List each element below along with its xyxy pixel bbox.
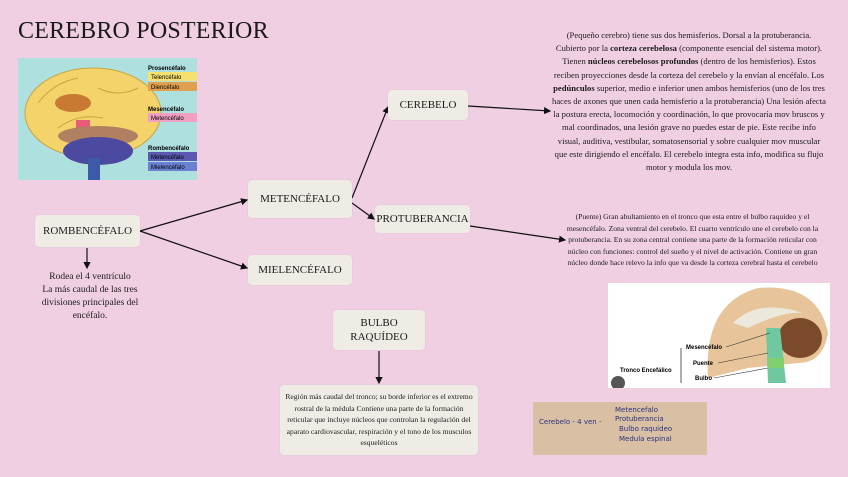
- bold-term: núcleos cerebelosos profundos: [587, 56, 699, 67]
- node-cerebelo[interactable]: CEREBELO: [388, 90, 468, 120]
- label-prosencefalo: Prosencéfalo: [148, 66, 186, 72]
- svg-text:Metencéfalo: Metencéfalo: [151, 116, 184, 122]
- desc-line: Rodea el 4 ventrículo: [49, 272, 131, 282]
- text: (Pequeño cerebro) tiene sus dos hemisfer…: [555, 30, 812, 54]
- label-bulbo: Bulbo: [695, 376, 712, 382]
- brain-divisions-image: Prosencéfalo Telencéfalo Diencéfalo Mese…: [18, 58, 197, 180]
- node-protuberancia[interactable]: PROTUBERANCIA: [375, 205, 470, 233]
- svg-text:Metencéfalo: Metencéfalo: [151, 155, 184, 161]
- handwritten-note-image: Cerebelo - 4 ven - Metencefalo Protubera…: [533, 402, 707, 455]
- bold-term: corteza cerebelosa: [610, 43, 677, 54]
- desc-line: divisiones principales del: [41, 298, 139, 308]
- desc-line: La más caudal de las tres: [42, 285, 138, 295]
- bulbo-description: Región más caudal del tronco; su borde i…: [280, 385, 478, 455]
- note-text: Protuberancia: [615, 415, 664, 423]
- svg-text:Rombencéfalo: Rombencéfalo: [148, 146, 190, 152]
- bulbo-line-2: RAQUÍDEO: [350, 331, 408, 343]
- desc-line: encéfalo.: [72, 311, 108, 321]
- page-title: CEREBRO POSTERIOR: [18, 18, 269, 44]
- bulbo-line-1: BULBO: [360, 317, 398, 329]
- node-bulbo-raquideo[interactable]: BULBO RAQUÍDEO: [333, 310, 425, 350]
- cerebelo-description: (Pequeño cerebro) tiene sus dos hemisfer…: [552, 29, 826, 174]
- text: (dentro de los hemisferios). Estos recib…: [553, 56, 825, 80]
- protuberancia-description: (Puente) Gran abultamiento en el tronco …: [566, 212, 819, 268]
- svg-text:Mesencéfalo: Mesencéfalo: [148, 107, 184, 113]
- text: (componente esencial del sistema motor).…: [562, 43, 823, 67]
- svg-text:Mielencéfalo: Mielencéfalo: [151, 165, 185, 171]
- note-text: Cerebelo - 4 ven -: [539, 418, 602, 426]
- svg-text:Diencéfalo: Diencéfalo: [151, 85, 180, 91]
- rombencefalo-description: Rodea el 4 ventrículo La más caudal de l…: [25, 271, 155, 323]
- svg-text:Telencéfalo: Telencéfalo: [151, 75, 182, 81]
- label-mesencefalo: Mesencéfalo: [686, 345, 722, 351]
- text: superior, medio e inferior unen ambos he…: [552, 82, 826, 173]
- brainstem-image: Mesencéfalo Puente Bulbo Tronco Encefáli…: [608, 283, 830, 388]
- node-rombencefalo[interactable]: ROMBENCÉFALO: [35, 215, 140, 247]
- node-mielencefalo[interactable]: MIELENCÉFALO: [248, 255, 352, 285]
- bold-term: pedúnculos: [553, 82, 595, 93]
- note-text: Bulbo raquideo: [619, 425, 673, 433]
- node-metencefalo[interactable]: METENCÉFALO: [248, 180, 352, 218]
- label-puente: Puente: [693, 361, 714, 367]
- note-text: Metencefalo: [615, 406, 658, 414]
- label-tronco: Tronco Encefálico: [620, 368, 672, 374]
- note-text: Medula espinal: [619, 435, 672, 443]
